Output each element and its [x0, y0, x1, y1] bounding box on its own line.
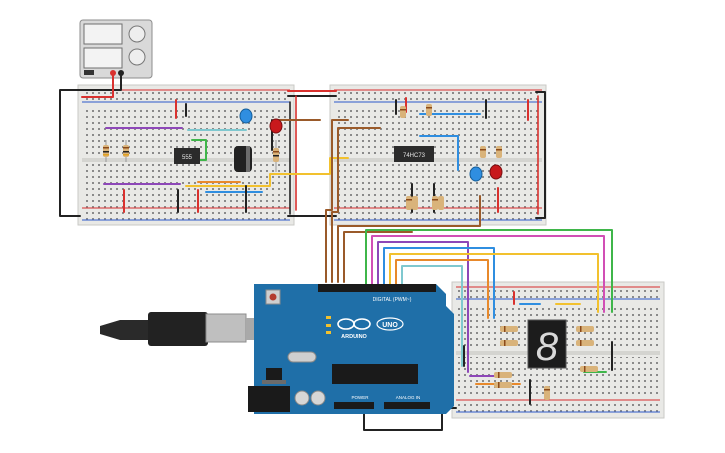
current-knob[interactable]: [128, 48, 146, 66]
voltage-knob[interactable]: [128, 25, 146, 43]
resistor-r4[interactable]: [400, 106, 406, 118]
bb3-components: 8: [494, 319, 598, 400]
wire-teal-seg[interactable]: [401, 265, 463, 367]
wire-brown-4[interactable]: [343, 231, 413, 283]
wire-black-rail-right-loop[interactable]: [535, 91, 546, 219]
power-label: POWER: [351, 395, 369, 400]
seven-segment-display[interactable]: 8: [527, 319, 567, 369]
negative-terminal[interactable]: [118, 70, 124, 76]
wire-purple-seg[interactable]: [377, 241, 469, 373]
capacitor-c2: [310, 390, 326, 406]
wire-brown-1[interactable]: [325, 119, 349, 283]
usb-cable[interactable]: [100, 312, 268, 346]
bb1-components: 555: [103, 108, 283, 172]
wire-yellow-seg[interactable]: [389, 253, 599, 313]
wire-brown-3[interactable]: [337, 195, 481, 283]
seven-segment-digit: 8: [536, 325, 559, 369]
wire-green-bb1[interactable]: [191, 139, 207, 161]
resistor-s3[interactable]: [576, 326, 594, 332]
wire-black-power-lead[interactable]: [59, 75, 122, 217]
resistor-s8[interactable]: [544, 386, 550, 400]
wire-green-seg[interactable]: [365, 229, 613, 313]
blue-led-bb1[interactable]: [239, 108, 253, 124]
chip-74hc73-label: 74HC73: [403, 153, 426, 159]
wire-orange-seg[interactable]: [395, 259, 489, 319]
resistor-r2[interactable]: [123, 140, 129, 162]
wire-brown-2[interactable]: [331, 127, 381, 283]
resistor-s2[interactable]: [500, 340, 518, 346]
red-led-bb1[interactable]: [269, 118, 283, 134]
breadboard-right: [451, 281, 665, 419]
bb2-components: 74HC73: [394, 104, 503, 210]
power-header[interactable]: [334, 402, 374, 409]
arduino-logo-text: ARDUINO: [341, 334, 367, 340]
capacitor-c1: [294, 390, 310, 406]
wire-blue-bb2[interactable]: [419, 135, 459, 171]
wires: [59, 75, 613, 431]
digital-pins-label: DIGITAL (PWM~): [373, 297, 412, 303]
status-leds: [326, 316, 331, 334]
resistor-r5[interactable]: [426, 104, 432, 116]
resistor-r6[interactable]: [480, 146, 486, 158]
resistor-s1[interactable]: [500, 326, 518, 332]
chip-74hc73[interactable]: 74HC73: [394, 146, 434, 162]
power-supply[interactable]: [79, 19, 153, 79]
digital-header[interactable]: [318, 284, 436, 292]
crystal-oscillator: [287, 351, 317, 363]
electrolytic-capacitor[interactable]: [234, 146, 252, 172]
resistor-s6[interactable]: [580, 366, 598, 372]
resistor-r7[interactable]: [496, 146, 502, 158]
wire-blue-seg[interactable]: [383, 247, 495, 319]
voltage-regulator: [262, 368, 286, 384]
resistor-s4[interactable]: [576, 340, 594, 346]
resistor-r9[interactable]: [432, 196, 444, 210]
resistor-r1[interactable]: [103, 140, 109, 162]
microcontroller-chip: [332, 364, 418, 384]
arduino-logo: ARDUINO UNO: [337, 317, 404, 340]
resistor-r8[interactable]: [406, 196, 418, 210]
analog-label: ANALOG IN: [396, 395, 421, 400]
blue-led-bb2[interactable]: [469, 166, 483, 182]
arduino-uno[interactable]: DIGITAL (PWM~) ARDUINO UNO POWER ANALOG …: [248, 284, 454, 414]
resistor-r3[interactable]: [273, 140, 279, 172]
chip-555[interactable]: 555: [174, 148, 200, 164]
wire-pink-seg[interactable]: [371, 235, 605, 313]
dc-power-jack[interactable]: [248, 386, 290, 412]
analog-header[interactable]: [384, 402, 430, 409]
resistor-s5[interactable]: [494, 372, 512, 378]
positive-terminal[interactable]: [110, 70, 116, 76]
resistor-s7[interactable]: [494, 382, 512, 388]
wire-red-power-lead[interactable]: [81, 75, 114, 98]
chip-555-label: 555: [182, 155, 193, 161]
red-led-bb2[interactable]: [489, 164, 503, 180]
arduino-model-text: UNO: [382, 322, 398, 329]
